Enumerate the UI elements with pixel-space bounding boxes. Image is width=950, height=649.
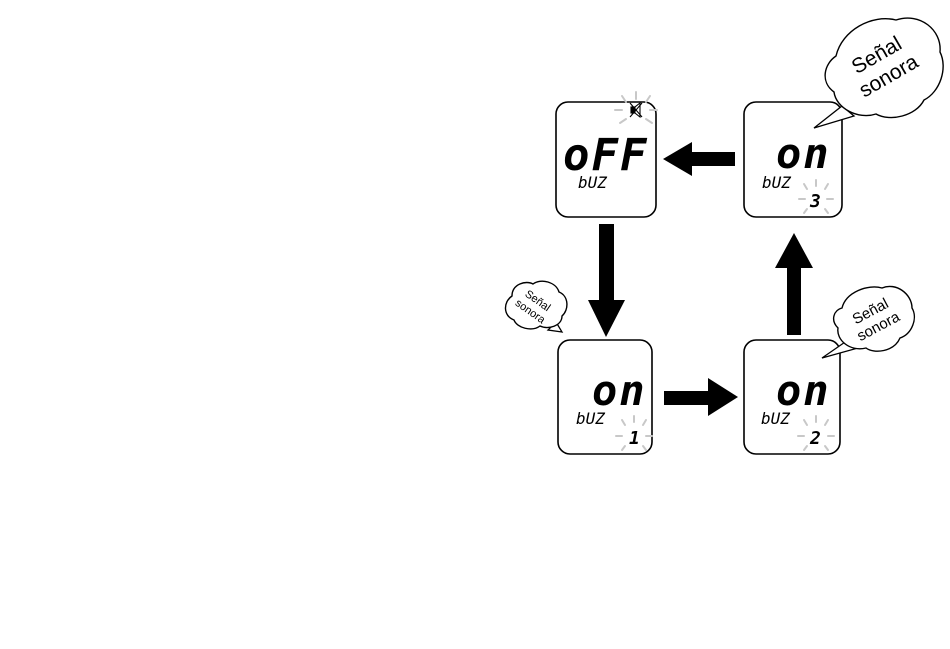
arrow-on2-to-on3: [775, 233, 813, 335]
display-on-1: on bUZ 1: [558, 340, 652, 454]
display-on-1-sub-text: bUZ: [576, 409, 605, 428]
speech-bubble-1: Señal sonora: [505, 281, 566, 332]
display-on-3-sub-text: bUZ: [762, 173, 791, 192]
arrow-off-to-on1: [588, 224, 625, 337]
display-off-sub-text: bUZ: [578, 173, 607, 192]
display-on-1-main-text: on: [592, 366, 647, 415]
display-on-1-index: 1: [629, 428, 640, 449]
arrow-on1-to-on2: [664, 378, 738, 416]
display-off: oFF bUZ: [556, 92, 657, 217]
display-on-3-index: 3: [809, 191, 821, 212]
display-on-2-sub-text: bUZ: [761, 409, 790, 428]
arrow-on3-to-off: [663, 142, 735, 176]
display-on-3-main-text: on: [776, 129, 831, 178]
display-on-2-index: 2: [809, 428, 821, 449]
display-on-2-main-text: on: [776, 366, 831, 415]
